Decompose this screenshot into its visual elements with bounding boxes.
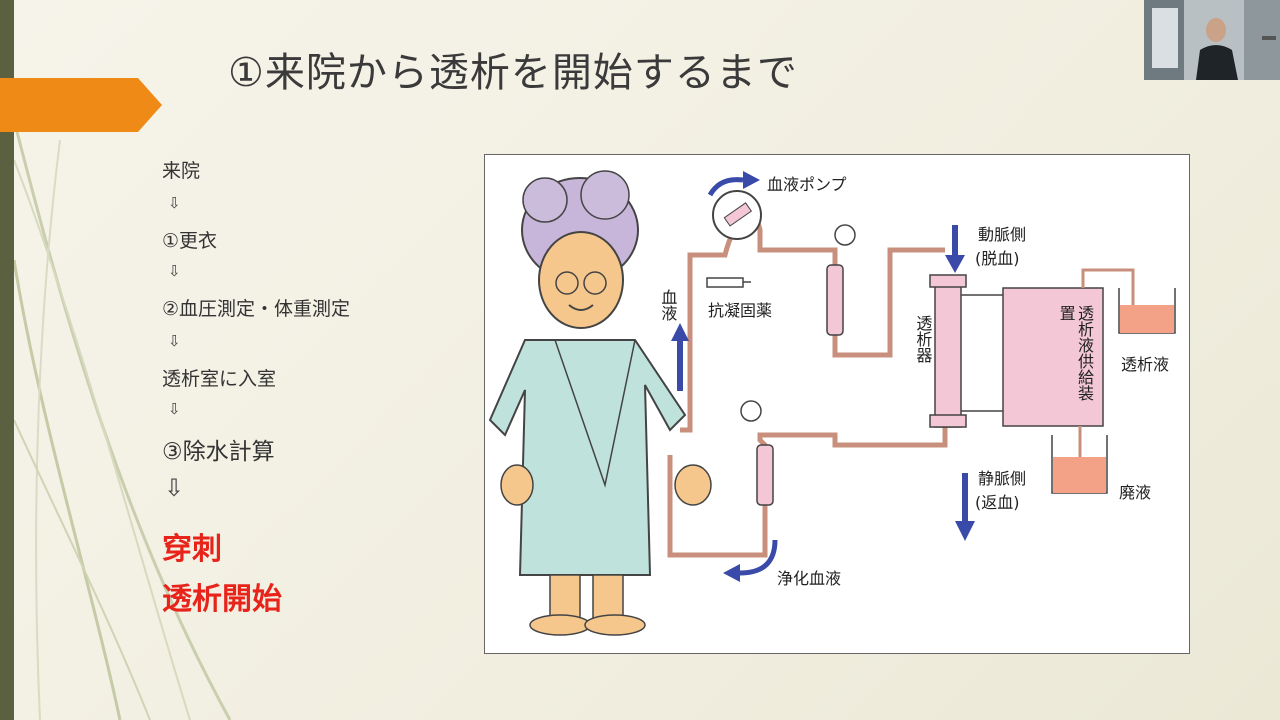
step-arrow: ⇩ — [168, 400, 181, 418]
label-venous-side-sub: (返血) — [975, 493, 1020, 512]
left-accent-bar — [0, 0, 14, 720]
label-anticoagulant: 抗凝固薬 — [708, 301, 773, 320]
label-supply-device: 透析液供給装置 — [1056, 305, 1094, 401]
label-blood: 血液 — [658, 289, 678, 321]
blood-pump — [712, 190, 762, 240]
patient-figure — [488, 170, 712, 636]
dialysate-beaker — [1081, 268, 1176, 334]
presenter-webcam — [1144, 0, 1280, 80]
step-measure-bp-weight: ②血圧測定・体重測定 — [162, 298, 351, 320]
step-puncture: 穿刺 — [162, 532, 222, 567]
step-arrow: ⇩ — [164, 474, 185, 502]
step-change-clothes: ①更衣 — [162, 230, 218, 252]
step-arrow: ⇩ — [168, 262, 181, 280]
step-arrow: ⇩ — [168, 332, 181, 350]
waste-beaker — [1051, 426, 1108, 494]
step-arrival: 来院 — [162, 160, 201, 182]
slide-title: ①来院から透析を開始するまで — [228, 50, 798, 96]
label-dialyzer: 透析器 — [913, 315, 933, 363]
label-venous-side: 静脈側 — [978, 469, 1027, 488]
dialysis-illustration — [488, 170, 1176, 636]
step-start-dialysis: 透析開始 — [162, 582, 282, 617]
orange-title-tab — [0, 78, 162, 132]
label-arterial-side-sub: (脱血) — [975, 249, 1020, 268]
dialyzer — [929, 274, 967, 428]
presenter-video-frame — [1144, 0, 1280, 80]
dialysate-supply-device — [1002, 287, 1104, 427]
label-waste: 廃液 — [1119, 483, 1152, 502]
blood-tubing — [667, 213, 948, 558]
step-arrow: ⇩ — [168, 194, 181, 212]
dialysate-connections — [961, 294, 1003, 412]
anticoagulant-syringe — [706, 277, 751, 288]
label-purified-blood: 浄化血液 — [777, 569, 842, 588]
dialysis-diagram: 血液ポンプ 血液 抗凝固薬 動脈側 (脱血) 透析器 透析液供給装置 透析液 静… — [484, 154, 1190, 654]
step-enter-room: 透析室に入室 — [162, 368, 277, 390]
flow-arrows — [671, 171, 975, 582]
grass-decoration — [12, 119, 232, 720]
drip-chambers — [740, 224, 856, 506]
label-dialysate: 透析液 — [1121, 355, 1170, 374]
step-water-removal-calc: ③除水計算 — [162, 439, 275, 465]
label-blood-pump: 血液ポンプ — [767, 175, 847, 194]
label-arterial-side: 動脈側 — [978, 225, 1027, 244]
